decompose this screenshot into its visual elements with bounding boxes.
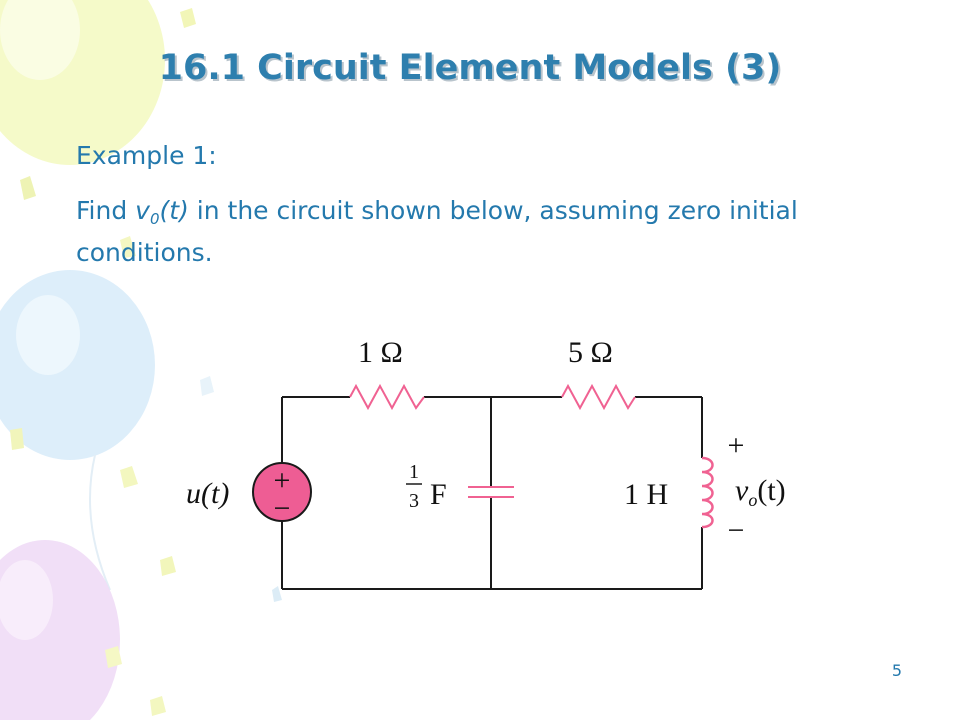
task-argument: (t) (159, 196, 189, 225)
inductor-symbol (701, 456, 714, 529)
slide-title: 16.1 Circuit Element Models (3) (158, 48, 782, 88)
capacitor-fraction-numerator: 1 (409, 461, 419, 483)
capacitor-fraction-denominator: 3 (409, 490, 419, 512)
output-var: v (735, 474, 749, 507)
resistor-1-symbol (349, 383, 425, 411)
page-number: 5 (891, 661, 902, 680)
task-statement: Find v0(t) in the circuit shown below, a… (76, 194, 876, 270)
capacitor-symbol (468, 486, 514, 498)
output-sub: o (748, 490, 757, 510)
inductor-label: 1 H (624, 478, 668, 511)
output-arg: (t) (757, 474, 785, 507)
resistor-2-symbol (561, 383, 636, 411)
task-suffix: in the circuit shown below, assuming zer… (76, 196, 798, 267)
output-minus-sign: − (728, 514, 745, 547)
task-variable: v (135, 196, 150, 225)
source-plus-sign: + (274, 464, 291, 497)
output-voltage-label: vo(t) (735, 474, 786, 510)
task-subscript: 0 (149, 210, 160, 228)
voltage-source-symbol (252, 462, 312, 522)
resistor-2-label: 5 Ω (568, 336, 613, 369)
source-minus-sign: − (274, 492, 291, 525)
circuit-wires (281, 396, 703, 590)
capacitor-unit: F (430, 478, 447, 511)
example-label: Example 1: (76, 141, 217, 170)
resistor-1-label: 1 Ω (358, 336, 403, 369)
source-label: u(t) (186, 477, 229, 510)
task-prefix: Find (76, 196, 136, 225)
output-plus-sign: + (728, 429, 745, 462)
